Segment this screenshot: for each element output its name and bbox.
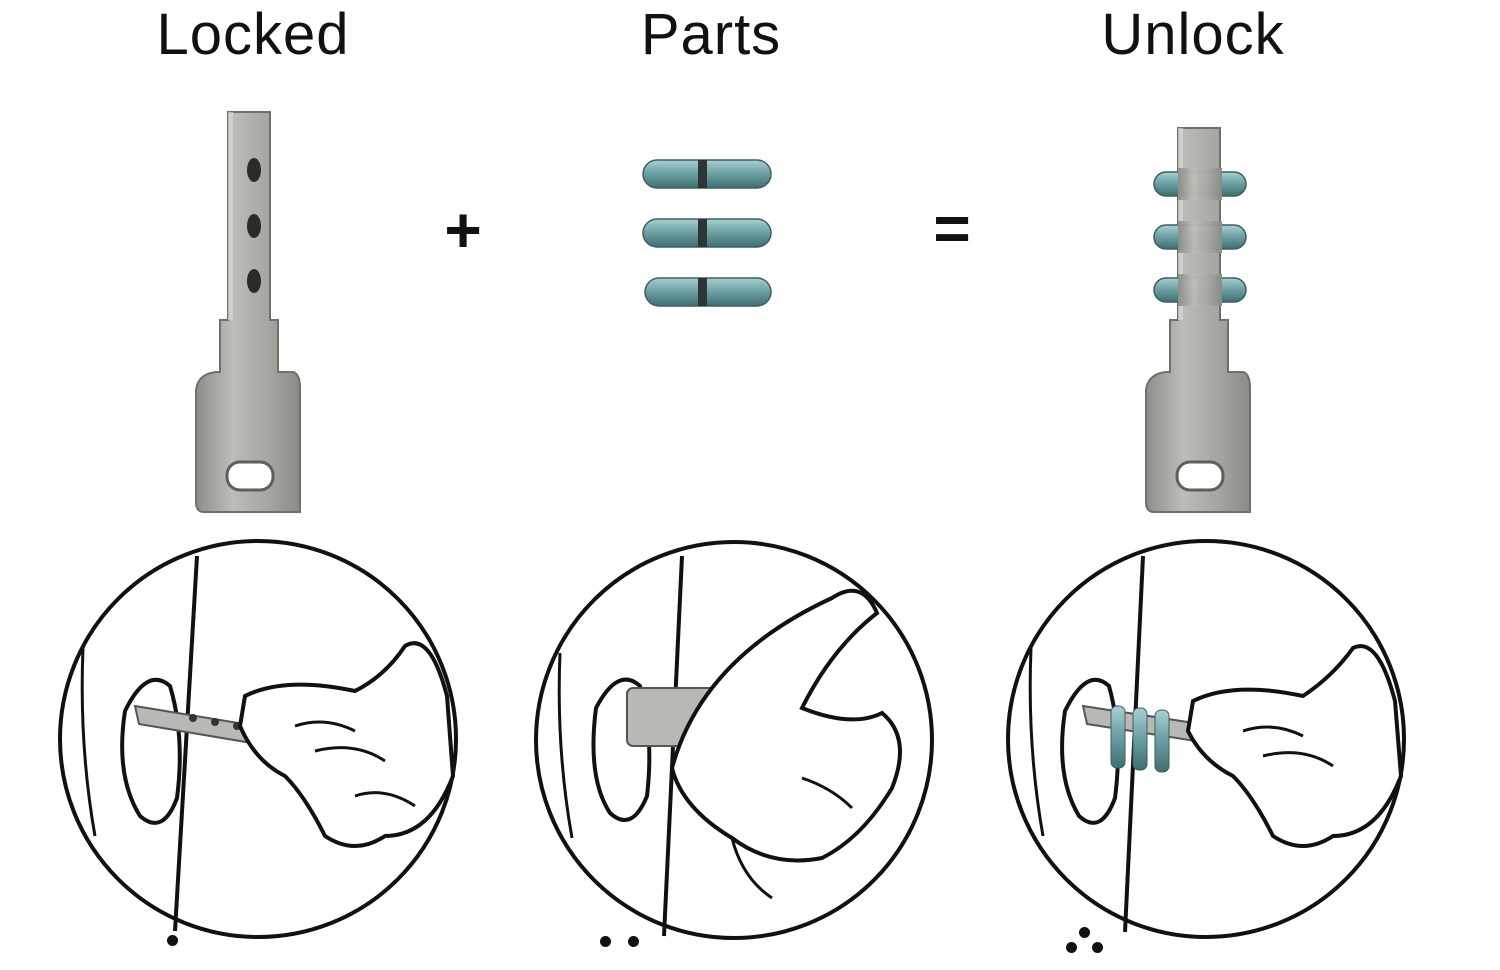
step-dot: [167, 935, 178, 946]
pin-icon: [644, 277, 772, 307]
step-dot: [1079, 927, 1090, 938]
pin-icon: [642, 218, 772, 248]
pin-icon: [642, 159, 772, 189]
illustration-locked-insert: [58, 539, 458, 939]
pins-group: [642, 159, 772, 307]
step-dot: [600, 936, 611, 947]
heading-unlock: Unlock: [1101, 2, 1285, 67]
illustration-unlock-insert: [1006, 539, 1406, 939]
heading-parts: Parts: [640, 2, 782, 67]
step-dot: [628, 936, 639, 947]
step-dot: [1066, 942, 1077, 953]
equals-operator: =: [933, 192, 971, 264]
plus-operator: +: [444, 194, 482, 266]
assembled-key-icon: [1145, 127, 1251, 513]
illustration-parts-insert: [534, 540, 934, 940]
key-icon: [195, 111, 301, 513]
heading-locked: Locked: [156, 2, 350, 67]
step-dot: [1092, 942, 1103, 953]
